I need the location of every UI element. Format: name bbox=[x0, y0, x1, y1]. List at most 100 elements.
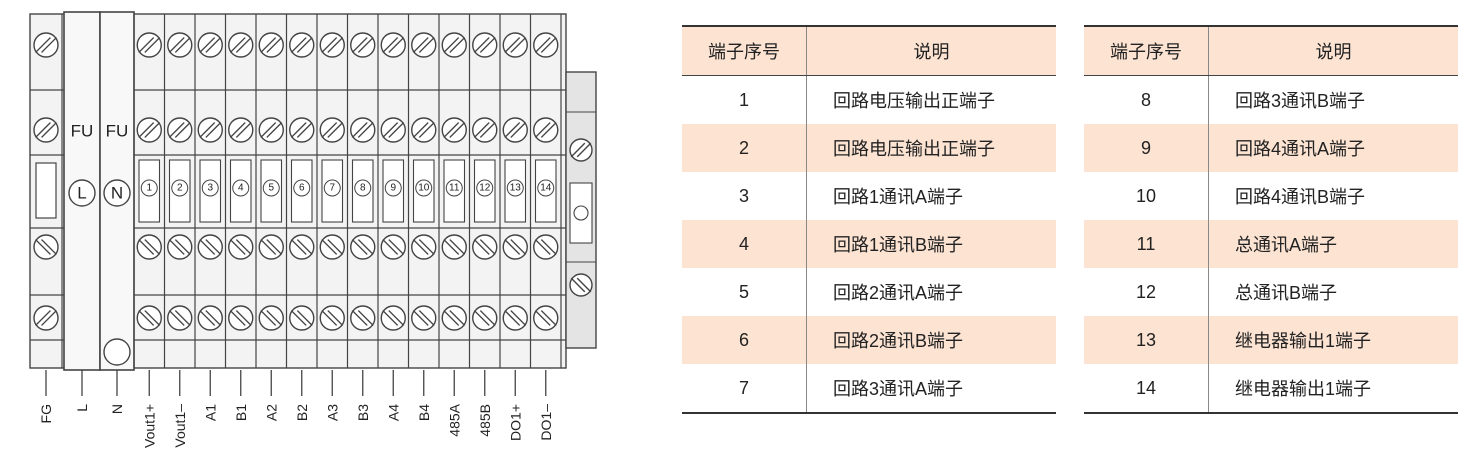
fg-label-slot bbox=[35, 162, 57, 219]
terminal-wire-label: DO1– bbox=[538, 404, 554, 441]
screw-head bbox=[350, 32, 376, 58]
screw-icon bbox=[569, 273, 593, 297]
screw-head bbox=[472, 234, 498, 260]
screw-icon bbox=[33, 305, 59, 331]
screw-slot bbox=[296, 310, 313, 326]
screw-icon bbox=[502, 117, 528, 143]
screw-icon bbox=[167, 117, 193, 143]
screw-head bbox=[228, 32, 254, 58]
header-terminal-no: 端子序号 bbox=[1084, 25, 1209, 76]
terminal-no: 8 bbox=[1140, 89, 1151, 110]
screw-head bbox=[441, 117, 467, 143]
screw-head bbox=[350, 234, 376, 260]
screw-slot bbox=[199, 122, 216, 138]
screw-slot bbox=[576, 142, 592, 158]
screw-slot bbox=[357, 122, 374, 138]
terminal-wire-label: DO1+ bbox=[507, 404, 523, 441]
screw-head bbox=[33, 32, 59, 58]
screw-slot bbox=[412, 239, 429, 255]
screw-slot bbox=[351, 37, 368, 53]
terminal-wire-label: B3 bbox=[355, 404, 371, 421]
screw-slot bbox=[205, 239, 222, 255]
screw-head bbox=[167, 32, 193, 58]
fuse-label: FU bbox=[106, 122, 129, 141]
screw-slot bbox=[412, 122, 429, 138]
screw-icon bbox=[441, 234, 467, 260]
screw-head bbox=[319, 234, 345, 260]
screw-head bbox=[533, 117, 559, 143]
terminal-wire-label: A2 bbox=[263, 404, 279, 421]
screw-slot bbox=[473, 37, 490, 53]
screw-head bbox=[411, 305, 437, 331]
screw-slot bbox=[260, 310, 277, 326]
screw-slot bbox=[327, 37, 344, 53]
screw-slot bbox=[138, 37, 155, 53]
screw-slot bbox=[260, 37, 277, 53]
screw-slot bbox=[321, 37, 338, 53]
screw-slot bbox=[168, 37, 185, 53]
screw-icon bbox=[411, 32, 437, 58]
screw-slot bbox=[388, 310, 405, 326]
terminal-no: 7 bbox=[682, 364, 807, 414]
screw-icon bbox=[136, 305, 162, 331]
screw-slot bbox=[382, 310, 399, 326]
screw-slot bbox=[443, 37, 460, 53]
screw-icon bbox=[411, 234, 437, 260]
screw-head bbox=[167, 305, 193, 331]
screw-icon bbox=[411, 305, 437, 331]
screw-slot bbox=[418, 239, 435, 255]
terminal-number-circle bbox=[476, 179, 494, 197]
screw-head bbox=[197, 234, 223, 260]
screw-slot bbox=[205, 122, 222, 138]
screw-icon bbox=[197, 234, 223, 260]
screw-head bbox=[472, 305, 498, 331]
screw-head bbox=[258, 32, 284, 58]
screw-slot bbox=[570, 142, 586, 158]
screw-icon bbox=[197, 305, 223, 331]
terminal-description: 继电器输出1端子 bbox=[1208, 316, 1458, 364]
screw-slot bbox=[510, 310, 527, 326]
screw-head bbox=[136, 32, 162, 58]
power-terminal-label: L bbox=[77, 184, 86, 203]
screw-slot bbox=[534, 310, 551, 326]
screw-head bbox=[441, 234, 467, 260]
terminal-no: 11 bbox=[1084, 220, 1209, 268]
screw-icon bbox=[136, 234, 162, 260]
terminal-wire-label: B2 bbox=[294, 404, 310, 421]
screw-icon bbox=[319, 305, 345, 331]
fuse-cap-icon bbox=[103, 338, 131, 366]
terminal-wire-label: A1 bbox=[202, 404, 218, 421]
screw-head bbox=[502, 32, 528, 58]
terminal-number-circle bbox=[323, 179, 341, 197]
screw-icon bbox=[533, 234, 559, 260]
screw-slot bbox=[412, 310, 429, 326]
terminal-number-circle bbox=[293, 179, 311, 197]
screw-icon bbox=[319, 234, 345, 260]
screw-icon bbox=[258, 305, 284, 331]
terminal-number-circle bbox=[445, 179, 463, 197]
screw-slot bbox=[510, 239, 527, 255]
screw-slot bbox=[41, 122, 57, 138]
screw-slot bbox=[290, 37, 307, 53]
terminal-wire-label: 485B bbox=[477, 404, 493, 437]
terminal-number-circle bbox=[537, 179, 555, 197]
screw-icon bbox=[258, 32, 284, 58]
screw-slot bbox=[418, 37, 435, 53]
screw-slot bbox=[327, 239, 344, 255]
terminal-number: 3 bbox=[207, 183, 213, 194]
screw-head bbox=[411, 117, 437, 143]
screw-icon bbox=[380, 117, 406, 143]
screw-icon bbox=[136, 117, 162, 143]
screw-head bbox=[380, 234, 406, 260]
screw-head bbox=[411, 234, 437, 260]
screw-icon bbox=[289, 234, 315, 260]
screw-slot bbox=[138, 239, 155, 255]
terminal-description: 回路2通讯A端子 bbox=[806, 268, 1056, 316]
screw-head bbox=[502, 234, 528, 260]
screw-slot bbox=[382, 37, 399, 53]
